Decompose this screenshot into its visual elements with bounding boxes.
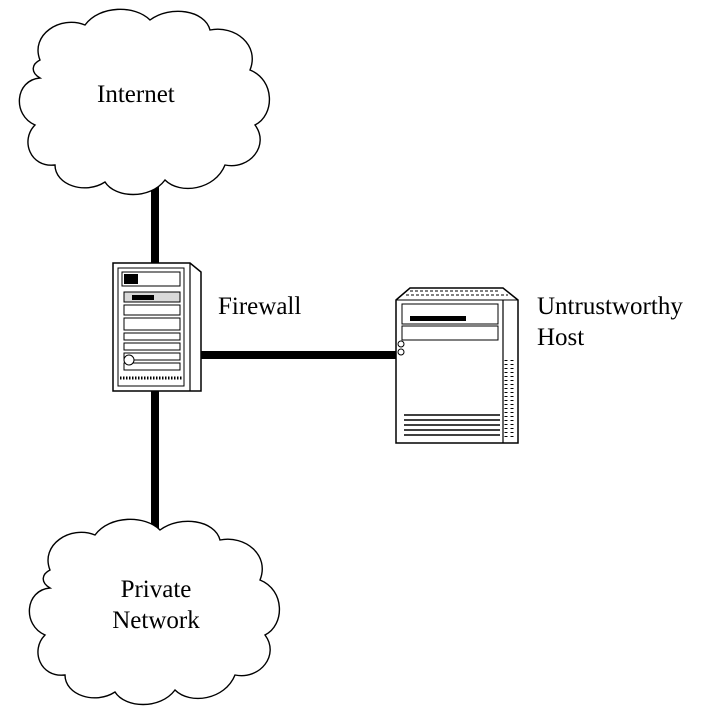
- host-label-line2: Host: [537, 324, 585, 351]
- firewall-label: Firewall: [218, 293, 302, 320]
- private-network-label-line1: Private: [120, 576, 192, 603]
- untrustworthy-host-icon: [395, 287, 519, 444]
- internet-cloud-icon: [18, 8, 271, 196]
- firewall-server-icon: [112, 262, 202, 392]
- host-label-line1: Untrustworthy: [537, 293, 683, 320]
- private-network-cloud-icon: [28, 518, 281, 706]
- internet-label: Internet: [97, 81, 175, 108]
- private-network-label-line2: Network: [112, 607, 200, 634]
